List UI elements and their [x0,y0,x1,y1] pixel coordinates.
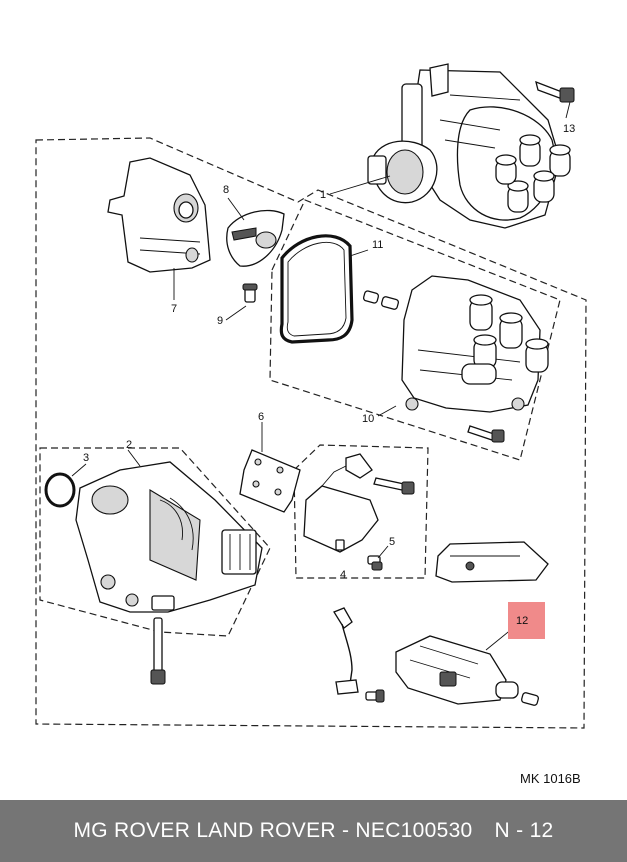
drawing-code: MK 1016B [520,771,581,786]
callout-5: 5 [389,536,395,548]
rotor [226,209,285,267]
cap-gasket [279,234,354,344]
callout-1: 1 [320,189,326,201]
ignition-coil [395,635,519,705]
igniter-module [303,453,379,553]
callout-8: 8 [223,184,229,196]
distributor-housing [75,461,263,613]
distributor-cap [401,275,549,413]
rotor-screw [242,283,258,303]
callout-4: 4 [340,569,346,581]
distributor-cover [107,157,211,273]
callout-9: 9 [217,315,223,327]
distributor-assembly [367,63,575,229]
callout-10: 10 [362,413,374,425]
housing-bolt [150,617,166,685]
parts-diagram: 1 2 3 4 5 6 7 8 9 10 11 12 13 [35,63,587,729]
coil-bracket [435,541,549,583]
assembly-outline [35,137,587,729]
callout-11: 11 [372,239,383,251]
callout-2: 2 [126,439,132,451]
cap-group-outline [269,199,561,461]
module-group-outline [293,444,429,579]
o-ring [44,472,76,508]
cap-screw-pair [362,290,399,310]
cap-gasket-inner [286,241,347,337]
callout-12: 12 [516,615,528,627]
cap-bolt [467,425,505,443]
module-screw [367,555,383,571]
housing-group-outline [39,447,271,637]
callout-3: 3 [83,452,89,464]
footer-page: N - 12 [494,819,554,842]
condenser [333,607,359,695]
footer-bar: MG ROVER LAND ROVER - NEC100530 N - 12 [0,800,627,862]
callout-6: 6 [258,411,264,423]
coil-screw [521,692,539,706]
footer-title: MG ROVER LAND ROVER - NEC100530 [73,819,473,842]
module-bolt [373,477,415,495]
callout-12-highlight [508,602,545,639]
callout-13: 13 [563,123,575,135]
module-plate [239,449,301,513]
callout-7: 7 [171,303,177,315]
condenser-screw [365,689,385,703]
